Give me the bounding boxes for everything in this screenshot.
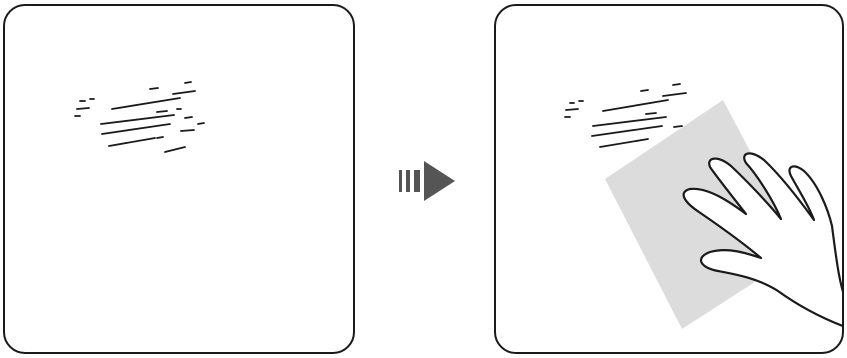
arrow-right-icon (397, 160, 457, 202)
after-panel (494, 4, 844, 354)
streaks-icon (5, 6, 353, 352)
before-panel (3, 4, 355, 354)
